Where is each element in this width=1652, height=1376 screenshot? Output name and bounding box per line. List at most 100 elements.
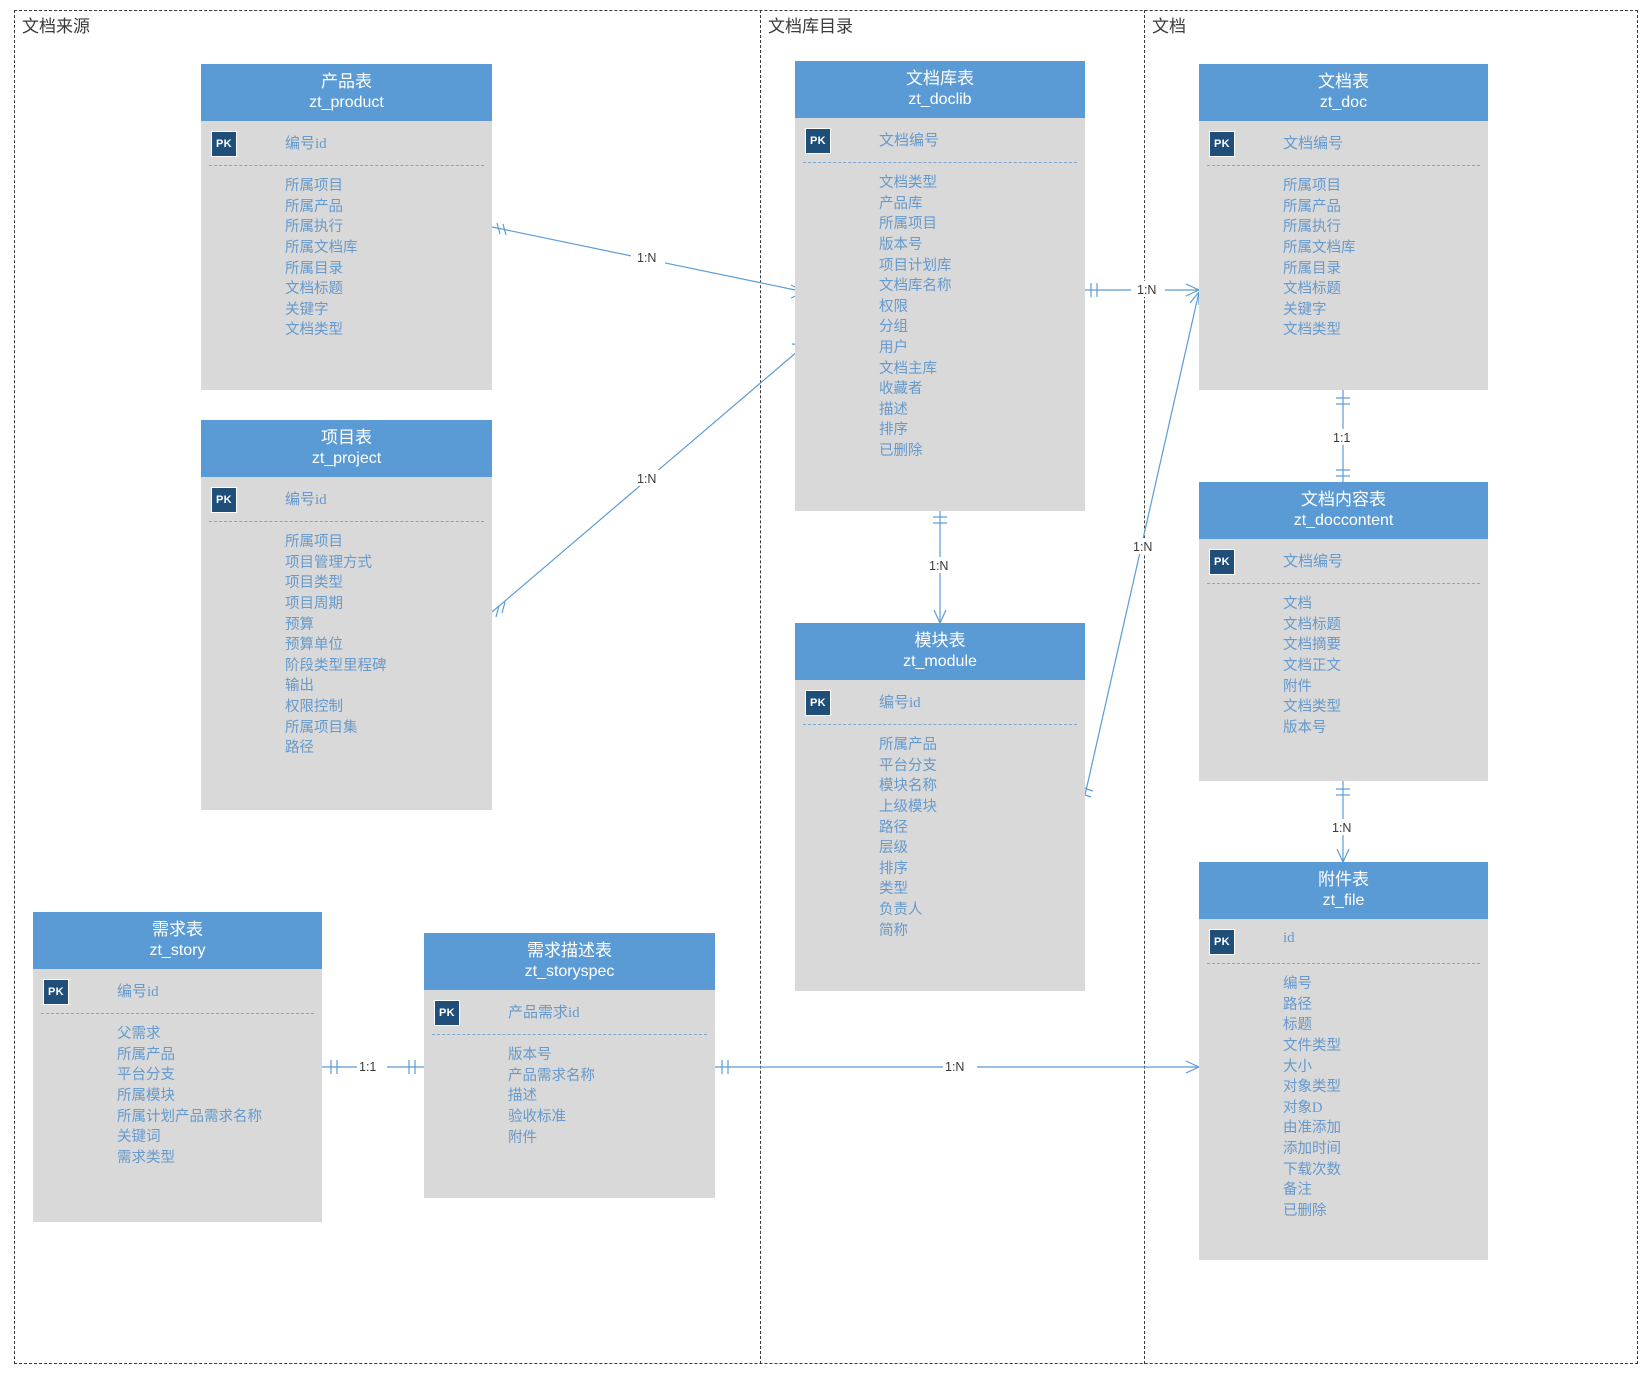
field-row: 对象类型	[1283, 1079, 1341, 1096]
primary-key-label: 编号id	[879, 695, 921, 712]
field-row: 所属模块	[117, 1088, 175, 1105]
field-row: 编号	[1283, 976, 1312, 993]
zone-label-source: 文档来源	[22, 17, 90, 36]
pk-badge-icon: PK	[434, 1000, 460, 1027]
field-row: 备注	[1283, 1182, 1312, 1199]
pk-badge-icon: PK	[211, 131, 237, 158]
field-row: 大小	[1283, 1058, 1312, 1075]
entity-title-cn: 模块表	[914, 631, 966, 650]
field-row: 分组	[879, 319, 908, 336]
field-row: 版本号	[1283, 719, 1327, 736]
primary-key-row: PK 编号id	[795, 680, 1085, 724]
field-row: 收藏者	[879, 381, 923, 398]
field-row: 项目类型	[285, 575, 343, 592]
field-row: 附件	[508, 1129, 537, 1146]
entity-title-en: zt_file	[1322, 891, 1365, 909]
entity-title-en: zt_module	[903, 652, 977, 670]
field-row: 关键词	[117, 1129, 161, 1146]
field-row: 已删除	[1283, 1202, 1327, 1219]
field-row: 所属产品	[879, 737, 937, 754]
field-list: 所属项目所属产品所属执行所属文档库所属目录文档标题关键字文档类型	[201, 176, 492, 341]
field-row: 文档标题	[285, 281, 343, 298]
field-list: 所属项目项目管理方式项目类型项目周期预算预算单位阶段类型里程碑输出权限控制所属项…	[201, 532, 492, 759]
field-row: 用户	[879, 340, 908, 356]
field-row: 上级模块	[879, 799, 937, 816]
field-row: 描述	[879, 401, 908, 418]
pk-badge-icon: PK	[1209, 549, 1235, 576]
field-row: 验收标准	[508, 1109, 566, 1126]
primary-key-label: 编号id	[285, 136, 327, 153]
field-row: 文档标题	[1283, 616, 1341, 633]
field-list: 文档类型产品库所属项目版本号项目计划库文档库名称权限分组用户文档主库收藏者描述排…	[795, 173, 1085, 461]
entity-title-cn: 需求表	[152, 920, 203, 939]
field-row: 文档库名称	[879, 278, 952, 295]
diagram-outer-frame	[14, 10, 1638, 1364]
field-row: 描述	[508, 1088, 537, 1105]
field-row: 文档类型	[879, 175, 937, 192]
field-row: 类型	[879, 881, 908, 898]
primary-key-label: id	[1283, 930, 1295, 947]
field-row: 所属计划产品需求名称	[117, 1108, 262, 1125]
entity-title-cn: 文档表	[1318, 72, 1369, 91]
field-row: 所属执行	[1283, 219, 1341, 236]
entity-title-cn: 文档内容表	[1301, 490, 1386, 509]
entity-header-zt_module: 模块表 zt_module	[795, 623, 1085, 681]
primary-key-label: 文档编号	[1283, 136, 1344, 153]
field-row: 所属目录	[1283, 260, 1341, 277]
primary-key-label: 编号id	[117, 984, 159, 1001]
field-row: 已删除	[879, 442, 923, 459]
field-row: 文件类型	[1283, 1038, 1341, 1055]
field-row: 权限控制	[285, 699, 343, 715]
entity-title-en: zt_storyspec	[524, 962, 615, 980]
entity-header-zt_project: 项目表 zt_project	[201, 420, 492, 478]
field-row: 关键字	[285, 301, 329, 318]
primary-key-label: 编号id	[285, 492, 327, 509]
field-row: 添加时间	[1283, 1141, 1341, 1157]
field-row: 关键字	[1283, 301, 1327, 318]
zone-divider-doc	[1144, 10, 1145, 1364]
field-row: 路径	[1283, 996, 1312, 1013]
pk-badge-icon: PK	[805, 128, 831, 155]
pk-field-divider	[803, 724, 1077, 726]
entity-title-cn: 附件表	[1318, 870, 1369, 889]
pk-badge-icon: PK	[805, 690, 831, 717]
field-row: 排序	[879, 422, 908, 439]
entity-title-en: zt_project	[311, 449, 382, 467]
entity-header-zt_file: 附件表 zt_file	[1199, 862, 1488, 920]
entity-title-en: zt_story	[149, 941, 206, 959]
pk-field-divider	[1207, 963, 1480, 965]
primary-key-row: PK 编号id	[201, 477, 492, 521]
field-row: 输出	[285, 678, 314, 695]
field-row: 文档摘要	[1283, 637, 1341, 654]
entity-title-cn: 项目表	[321, 428, 372, 447]
pk-badge-icon: PK	[211, 487, 237, 514]
field-row: 所属产品	[1283, 198, 1341, 215]
field-list: 文档文档标题文档摘要文档正文附件文档类型版本号	[1199, 594, 1488, 738]
entity-title-cn: 产品表	[321, 72, 372, 91]
field-row: 路径	[879, 819, 908, 836]
field-row: 父需求	[117, 1026, 161, 1043]
